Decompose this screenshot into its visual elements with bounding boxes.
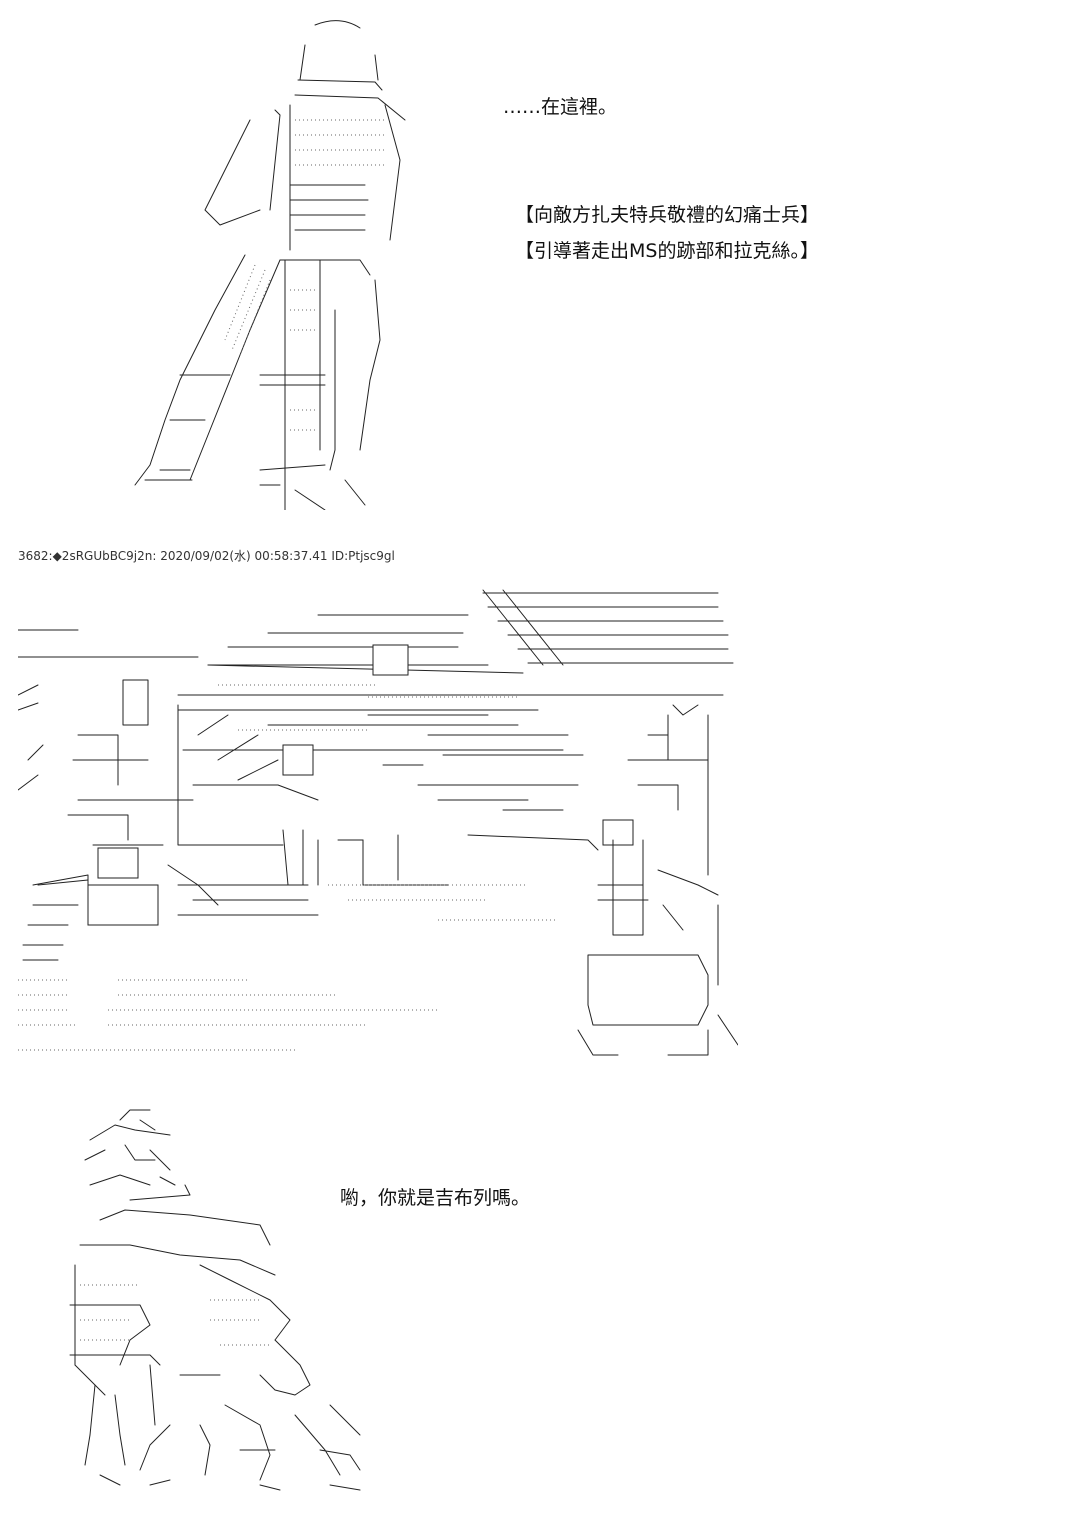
standing-figure-art xyxy=(69,1109,361,1491)
dialogue-line: 喲，你就是吉布列嗎。 xyxy=(340,1187,531,1209)
hangar-scene-art xyxy=(18,589,738,1056)
post-header: 3682:◆2sRGUbBC9j2n: 2020/09/02(水) 00:58:… xyxy=(18,549,395,563)
dialogue-line: ……在這裡。 xyxy=(503,96,618,118)
saluting-soldier-art xyxy=(134,20,406,510)
narration-caption: 【向敵方扎夫特兵敬禮的幻痛士兵】 xyxy=(515,204,820,226)
narration-caption: 【引導著走出MS的跡部和拉克絲。】 xyxy=(515,240,819,262)
